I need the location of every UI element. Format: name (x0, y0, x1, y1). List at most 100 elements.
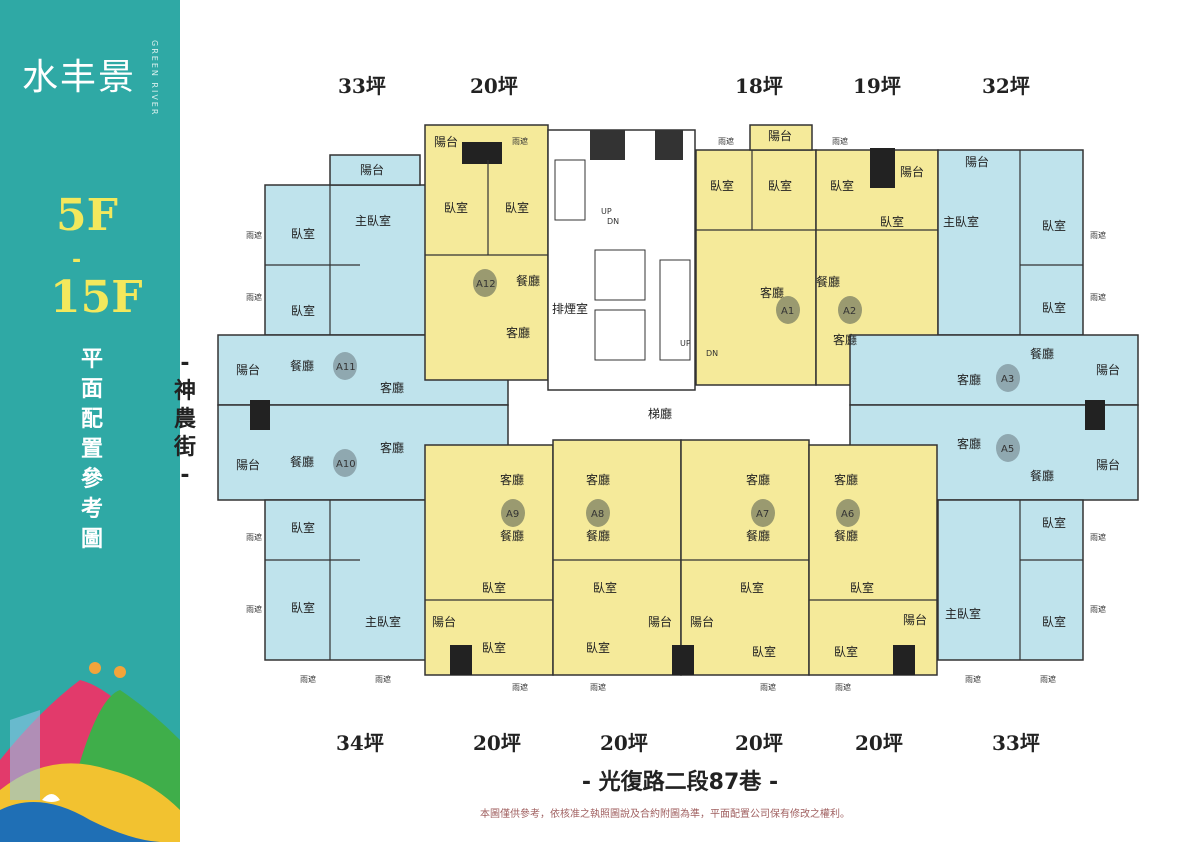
unit-a1 (695, 149, 817, 386)
room-label: 臥室 (444, 200, 468, 215)
street-label-left: - 神 農 街 - (168, 350, 202, 490)
awning-label: 雨遮 (832, 136, 848, 146)
unit-a7 (680, 439, 810, 676)
awning-label: 雨遮 (760, 682, 776, 692)
room-label: 餐廳 (290, 454, 314, 469)
awning-label: 雨遮 (835, 682, 851, 692)
unit-tag: A3 (1001, 374, 1014, 385)
awning-label: 雨遮 (590, 682, 606, 692)
room-label: 臥室 (291, 303, 315, 318)
shaft (1085, 400, 1105, 430)
room-label: 陽台 (768, 128, 792, 143)
room-label: 臥室 (740, 580, 764, 595)
room-label: 臥室 (880, 214, 904, 229)
room-label: 臥室 (482, 640, 506, 655)
unit-a9 (424, 444, 554, 676)
awning-label: 雨遮 (1040, 674, 1056, 684)
room-label: 餐廳 (1030, 468, 1054, 483)
room-label: 臥室 (1042, 300, 1066, 315)
room-label: 臥室 (593, 580, 617, 595)
room-label: 陽台 (236, 457, 260, 472)
room-label: 客廳 (957, 436, 981, 451)
unit-area-top: 20坪 (470, 74, 518, 98)
room-label: 餐廳 (290, 358, 314, 373)
unit-area-bottom: 20坪 (473, 731, 521, 755)
awning-label: 雨遮 (965, 674, 981, 684)
awning-label: 雨遮 (246, 292, 262, 302)
awning-label: 雨遮 (375, 674, 391, 684)
shaft (462, 142, 502, 164)
room-label: 臥室 (291, 520, 315, 535)
title-char: 置 (80, 437, 103, 462)
sidebar: 水丰景 GREEN RIVER 5F - 15F 平 面 配 置 參 考 圖 (0, 0, 180, 842)
unit-tag: A2 (843, 306, 856, 317)
stair (659, 259, 691, 361)
unit-area-top: 19坪 (853, 74, 901, 98)
stair (554, 159, 586, 221)
room-label: 臥室 (586, 640, 610, 655)
elevator (594, 249, 646, 301)
awning-label: 雨遮 (512, 682, 528, 692)
unit-tag: A11 (336, 362, 356, 373)
room-label: 客廳 (957, 372, 981, 387)
awning-label: 雨遮 (718, 136, 734, 146)
unit-a6 (808, 444, 938, 676)
title-char: 考 (80, 497, 103, 522)
room-label: 陽台 (434, 134, 458, 149)
room-label: 臥室 (1042, 218, 1066, 233)
unit-a5-lower (937, 499, 1084, 661)
title-char: 圖 (80, 527, 103, 552)
room-label: 臥室 (482, 580, 506, 595)
room-label: 陽台 (360, 162, 384, 177)
room-label: 客廳 (506, 325, 530, 340)
room-label: 主臥室 (365, 614, 401, 629)
room-label: 餐廳 (500, 528, 524, 543)
room-label: 臥室 (1042, 515, 1066, 530)
room-label: 臥室 (768, 178, 792, 193)
room-label: 客廳 (760, 285, 784, 300)
unit-area-top: 32坪 (982, 74, 1030, 98)
room-label: 客廳 (380, 380, 404, 395)
title-char: 配 (80, 407, 103, 432)
hills-illustration (0, 662, 180, 842)
unit-area-top: 18坪 (735, 74, 783, 98)
unit-tags: A12 A11 A10 A1 A2 A3 A5 A6 A7 A8 A9 (333, 269, 1020, 527)
room-label: 客廳 (500, 472, 524, 487)
unit-area-bottom: 20坪 (855, 731, 903, 755)
room-label: 臥室 (291, 600, 315, 615)
room-label: 餐廳 (516, 273, 540, 288)
shaft (450, 645, 472, 675)
floor-range-dash: - (72, 248, 82, 273)
unit-a10-lower (264, 499, 431, 661)
elevator (594, 309, 646, 361)
unit-area-top: 33坪 (338, 74, 386, 98)
floor-range-bottom: 15F (50, 272, 143, 323)
floor-range-top: 5F (56, 190, 118, 241)
room-label: 臥室 (291, 226, 315, 241)
balcony (329, 154, 421, 186)
shaft (590, 130, 625, 160)
unit-area-bottom: 20坪 (735, 731, 783, 755)
shaft (250, 400, 270, 430)
room-label: 臥室 (752, 644, 776, 659)
awning-label: 雨遮 (1090, 532, 1106, 542)
shaft (655, 130, 683, 160)
shaft (870, 148, 895, 188)
disclaimer: 本圖僅供參考，依核准之執照圖說及合約附圖為準，平面配置公司保有修改之權利。 (480, 809, 850, 820)
room-label: 陽台 (1096, 362, 1120, 377)
street-char: - (180, 351, 190, 376)
room-label: 陽台 (900, 164, 924, 179)
room-label: 臥室 (710, 178, 734, 193)
awning-label: 雨遮 (246, 604, 262, 614)
title-char: 平 (80, 347, 103, 372)
awning-label: 雨遮 (1090, 292, 1106, 302)
awning-label: 雨遮 (246, 230, 262, 240)
street-char: 農 (173, 407, 196, 432)
unit-area-bottom: 34坪 (336, 731, 384, 755)
awning-label: 雨遮 (246, 532, 262, 542)
stair-label: UP (601, 207, 612, 216)
room-labels: 陽台 主臥室 臥室 臥室 餐廳 客廳 陽台 陽台 餐廳 客廳 臥室 臥室 主臥室… (236, 128, 1120, 692)
unit-tag: A12 (476, 279, 496, 290)
room-label: 餐廳 (1030, 346, 1054, 361)
